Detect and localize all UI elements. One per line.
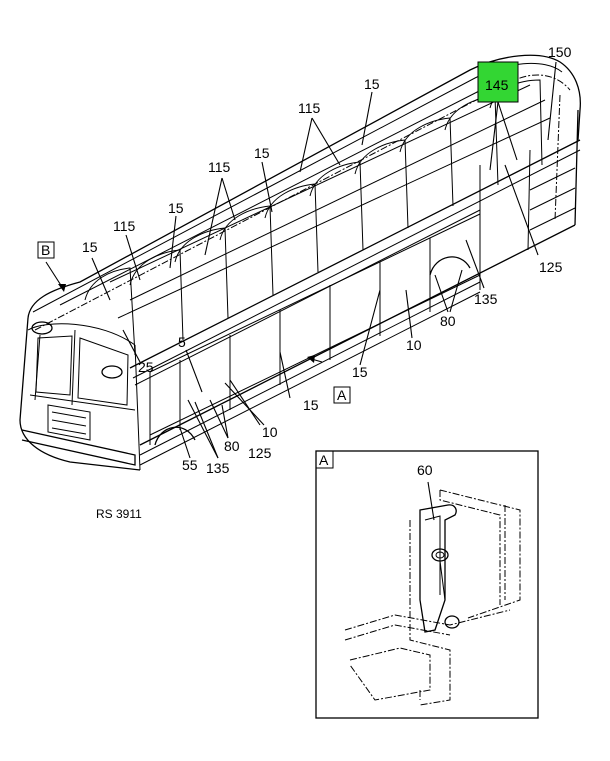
callout: 135 <box>474 291 498 307</box>
detail-view-a: A 60 <box>315 450 539 719</box>
callout: 15 <box>303 397 319 413</box>
callout: 80 <box>224 438 240 454</box>
callout: 125 <box>248 445 272 461</box>
callout: 55 <box>182 457 198 473</box>
callout: 115 <box>298 100 321 116</box>
callout: 80 <box>440 313 456 329</box>
callout: 60 <box>417 462 433 478</box>
callout: 135 <box>206 460 230 476</box>
view-marker-a: A <box>337 387 347 403</box>
callout: 125 <box>539 259 563 275</box>
figure-caption: RS 3911 <box>96 507 142 521</box>
callout: 10 <box>406 337 422 353</box>
view-marker-b: B <box>41 242 50 258</box>
leader-lines <box>45 61 557 459</box>
callout: 150 <box>548 44 572 60</box>
highlight-box <box>477 61 519 103</box>
callout-highlighted: 145 <box>485 77 509 93</box>
callout: 115 <box>113 218 136 234</box>
callout: 5 <box>178 334 186 350</box>
callout: 15 <box>364 76 380 92</box>
callout: 15 <box>168 200 184 216</box>
bus-body-drawing <box>19 54 581 471</box>
callout: 15 <box>82 239 98 255</box>
callout-labels: 150 145 15 115 15 115 15 115 15 B 25 5 1… <box>37 44 572 476</box>
callout: 25 <box>138 359 154 375</box>
callout: 15 <box>254 145 270 161</box>
detail-view-letter: A <box>319 452 329 468</box>
callout: 15 <box>352 364 368 380</box>
callout: 115 <box>208 159 231 175</box>
callout: 10 <box>262 424 278 440</box>
